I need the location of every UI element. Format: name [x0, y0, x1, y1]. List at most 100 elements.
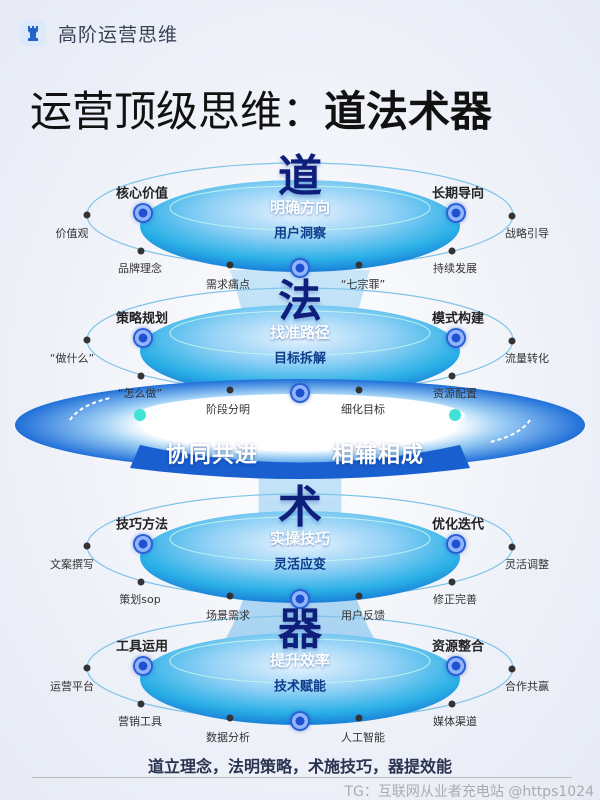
side-left-dot	[83, 211, 91, 219]
layer-disc	[140, 305, 460, 397]
divider	[32, 777, 572, 778]
layer-center-label: 目标拆解	[273, 351, 327, 367]
bottom-left-dot	[226, 592, 234, 600]
layer-subtitle: 明确方向	[269, 198, 331, 217]
middle-ring	[15, 379, 585, 479]
lower-left-dot	[137, 700, 145, 708]
lower-left-label: 策划sop	[119, 593, 161, 606]
left-node-icon	[133, 203, 153, 223]
lower-left-dot	[137, 247, 145, 255]
center-node-icon	[290, 258, 310, 278]
disc-highlight	[169, 516, 431, 562]
chess-rook-icon	[20, 20, 46, 46]
layer-character: 术	[278, 482, 322, 533]
side-right-dot	[508, 212, 516, 220]
layer-subtitle: 实操技巧	[269, 529, 331, 548]
bottom-left-label: 场景需求	[206, 609, 250, 622]
ring-label-left: 协同共进	[165, 443, 259, 468]
right-node-icon	[446, 203, 466, 223]
brand-name: 高阶运营思维	[58, 24, 179, 46]
bottom-right-label: “七宗罪”	[340, 278, 386, 291]
bottom-left-label: 数据分析	[206, 731, 250, 744]
lower-left-dot	[137, 578, 145, 586]
side-right-label: 灵活调整	[505, 558, 549, 571]
side-left-label: 文案撰写	[50, 558, 94, 571]
bottom-right-dot	[355, 261, 363, 269]
center-node-icon	[290, 711, 310, 731]
left-node-icon	[133, 328, 153, 348]
layer-character: 法	[278, 276, 322, 327]
ring-label-right: 相辅相成	[331, 443, 425, 468]
lower-left-label: 品牌理念	[118, 262, 162, 275]
disc-highlight	[169, 185, 431, 231]
layer-top-right-label: 长期导向	[431, 186, 485, 202]
side-right-label: 合作共赢	[505, 680, 549, 693]
disc-highlight	[169, 310, 431, 356]
side-left-dot	[83, 542, 91, 550]
side-right-dot	[508, 665, 516, 673]
layer-top-right-label: 资源整合	[431, 639, 485, 655]
layer-subtitle: 提升效率	[269, 651, 331, 670]
side-right-label: 流量转化	[505, 352, 549, 365]
layer-center-label: 用户洞察	[273, 226, 327, 242]
side-right-label: 战略引导	[505, 227, 549, 240]
lower-left-dot	[137, 372, 145, 380]
title-emphasis: 道法术器	[324, 87, 493, 136]
lower-right-dot	[448, 247, 456, 255]
right-node-icon	[446, 328, 466, 348]
layer-top-right-label: 模式构建	[431, 311, 485, 327]
disc-highlight	[169, 638, 431, 684]
watermark: TG：互联网从业者充电站 @https1024	[344, 784, 594, 800]
layer-disc	[140, 633, 460, 725]
side-left-label: “做什么”	[49, 352, 95, 365]
bottom-right-label: 细化目标	[341, 403, 385, 416]
bottom-right-label: 人工智能	[341, 731, 385, 744]
lower-right-label: 持续发展	[433, 262, 477, 275]
layer-center-label: 技术赋能	[273, 679, 327, 695]
side-left-dot	[83, 336, 91, 344]
bottom-left-dot	[226, 261, 234, 269]
bottom-right-dot	[355, 592, 363, 600]
layer-center-label: 灵活应变	[273, 557, 327, 573]
layer-top-right-label: 优化迭代	[431, 517, 485, 533]
left-node-icon	[133, 656, 153, 676]
tagline: 道立理念，法明策略，术施技巧，器提效能	[147, 757, 453, 776]
lower-right-dot	[448, 372, 456, 380]
lower-right-label: 修正完善	[433, 593, 477, 606]
side-right-dot	[508, 543, 516, 551]
layer-top-left-label: 工具运用	[115, 639, 169, 655]
side-left-label: 运营平台	[50, 680, 94, 693]
layer-top-left-label: 策略规划	[115, 311, 169, 327]
bottom-right-label: 用户反馈	[341, 609, 385, 622]
bottom-left-label: 需求痛点	[206, 278, 250, 291]
layer-character: 道	[278, 151, 322, 202]
lower-left-label: “怎么做”	[117, 387, 163, 400]
layer-subtitle: 找准路径	[269, 323, 331, 342]
layer-disc	[140, 511, 460, 603]
bottom-left-label: 阶段分明	[206, 403, 250, 416]
left-node-icon	[133, 534, 153, 554]
center-node-icon	[290, 383, 310, 403]
bottom-left-dot	[226, 386, 234, 394]
side-left-dot	[83, 664, 91, 672]
lower-right-dot	[448, 700, 456, 708]
layer-top-left-label: 技巧方法	[115, 517, 169, 533]
right-node-icon	[446, 534, 466, 554]
lower-right-dot	[448, 578, 456, 586]
title-prefix: 运营顶级思维：	[30, 87, 325, 136]
lower-right-label: 媒体渠道	[433, 715, 477, 728]
bottom-right-dot	[355, 714, 363, 722]
side-right-dot	[508, 337, 516, 345]
center-node-icon	[290, 589, 310, 609]
lower-left-label: 营销工具	[118, 715, 162, 728]
right-node-icon	[446, 656, 466, 676]
lower-right-label: 资源配置	[433, 387, 477, 400]
layer-disc	[140, 180, 460, 272]
bottom-left-dot	[226, 714, 234, 722]
bottom-right-dot	[355, 386, 363, 394]
side-left-label: 价值观	[55, 227, 89, 240]
layer-character: 器	[278, 604, 322, 655]
layer-top-left-label: 核心价值	[115, 186, 169, 202]
